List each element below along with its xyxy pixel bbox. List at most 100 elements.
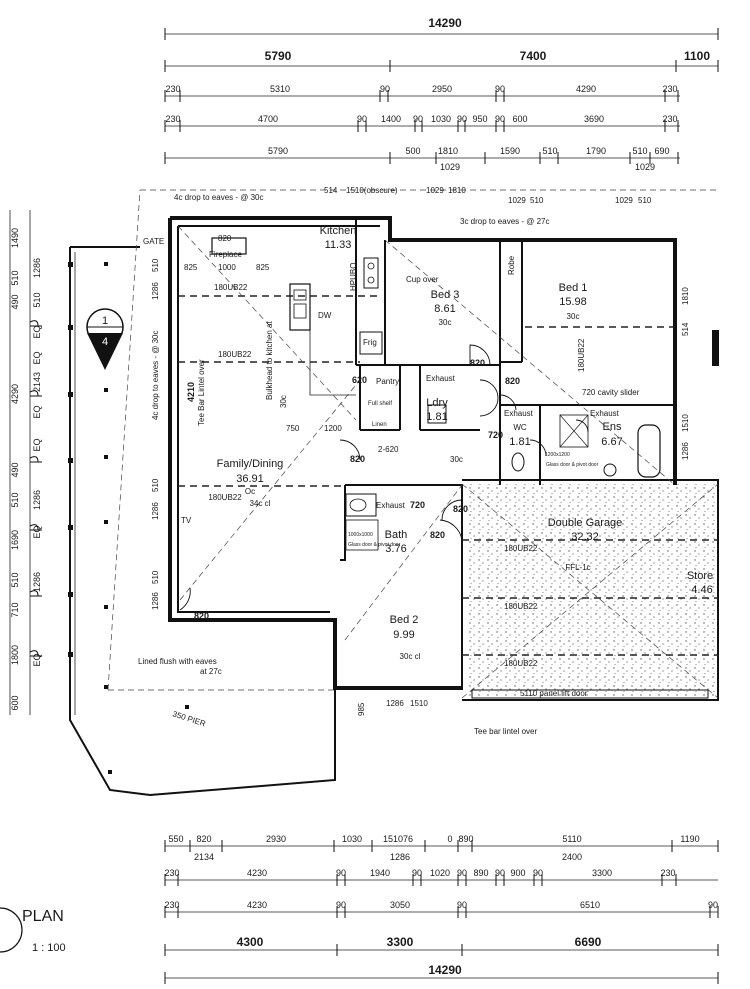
top-overall-dim: 14290 bbox=[428, 16, 462, 30]
top-r2-5: 4290 bbox=[576, 84, 596, 94]
bot-r1b-0: 2134 bbox=[194, 852, 214, 862]
pier-note: 350 PIER bbox=[171, 709, 207, 728]
top-r3-9: 600 bbox=[512, 114, 527, 124]
bot-r2-10: 90 bbox=[533, 868, 543, 878]
top-dim-2: 7400 bbox=[520, 49, 547, 63]
exhaust-bath: Exhaust bbox=[376, 501, 406, 510]
bot-r1-0: 550 bbox=[168, 834, 183, 844]
right-win-2a: 1286 bbox=[681, 442, 690, 460]
plan-scale: 1 : 100 bbox=[32, 942, 66, 954]
bot-r1-2: 2930 bbox=[266, 834, 286, 844]
door-verandah: 820 bbox=[194, 611, 209, 621]
left-dim-2: 1286 bbox=[32, 258, 42, 278]
eaves-note-left: 4c drop to eaves - @ 30c bbox=[151, 331, 160, 421]
bath-name: Bath bbox=[385, 529, 408, 541]
top-r3-7: 950 bbox=[472, 114, 487, 124]
tee-bar-number: 4210 bbox=[186, 382, 196, 402]
window-labels: 514 1510(obscure) 1029 1810 1029 510 102… bbox=[151, 186, 652, 420]
wet-area-fixtures bbox=[345, 404, 661, 551]
top-r3-6: 90 bbox=[457, 114, 467, 124]
top-r3-1: 4700 bbox=[258, 114, 278, 124]
left-dim-19: 1800 bbox=[10, 645, 20, 665]
family-area: 36.91 bbox=[236, 473, 264, 485]
bot-r1-6: 890 bbox=[458, 834, 473, 844]
plan-title-block: PLAN 1 : 100 bbox=[0, 907, 66, 954]
ldry-name: Ldry bbox=[426, 397, 448, 409]
bot-r2-11: 3300 bbox=[592, 868, 612, 878]
fireplace-label: Fireplace bbox=[209, 250, 242, 259]
left-dim-20: EQ bbox=[32, 653, 42, 666]
window-1-txt: 1510(obscure) bbox=[346, 186, 398, 195]
hpubo-label: HPUBO bbox=[349, 263, 358, 291]
bed1-ceiling: 30c bbox=[567, 312, 580, 321]
side-win-1a: 1286 bbox=[151, 502, 160, 520]
section-marker-top: 1 bbox=[102, 315, 108, 327]
ens-beam-label: 180UB22 bbox=[577, 338, 586, 372]
left-dim-7: 4290 bbox=[10, 384, 20, 404]
bot-r3-0: 230 bbox=[164, 900, 179, 910]
top-r3-5: 1030 bbox=[431, 114, 451, 124]
door-bath-top: 720 bbox=[410, 500, 425, 510]
full-shelf-label: Full shelf bbox=[368, 401, 392, 407]
door-double: 2-620 bbox=[378, 445, 399, 454]
family-ceiling: Oc bbox=[245, 487, 255, 496]
top-r4-4: 510 bbox=[542, 146, 557, 156]
top-r4-7: 690 bbox=[654, 146, 669, 156]
bot-r3-6: 90 bbox=[708, 900, 718, 910]
plan-title: PLAN bbox=[22, 908, 64, 925]
garage-beam-2: 180UB22 bbox=[504, 602, 538, 611]
hall-ceiling: 30c bbox=[450, 455, 463, 464]
kitchen-fixtures bbox=[289, 257, 383, 396]
bulkhead-ceiling: 30c bbox=[279, 395, 288, 408]
top-r3-4: 90 bbox=[413, 114, 423, 124]
bot-r2-0: 230 bbox=[164, 868, 179, 878]
bot-r3-2: 90 bbox=[336, 900, 346, 910]
left-dim-5: EQ bbox=[32, 325, 42, 338]
dw-label: DW bbox=[318, 311, 332, 320]
top-r2-3: 2950 bbox=[432, 84, 452, 94]
top-r2-2: 90 bbox=[380, 84, 390, 94]
dim-985: 985 bbox=[357, 702, 366, 716]
bed2-name: Bed 2 bbox=[390, 614, 419, 626]
door-garage: 820 bbox=[453, 504, 468, 514]
right-win-1b: 1810 bbox=[681, 287, 690, 305]
door-bath: 820 bbox=[430, 530, 445, 540]
top-r4-3: 1590 bbox=[500, 146, 520, 156]
left-dim-18: 1286 bbox=[32, 572, 42, 592]
window-4-txt: 510 bbox=[638, 196, 652, 205]
bot-r1-1: 820 bbox=[196, 834, 211, 844]
top-r3-11: 230 bbox=[662, 114, 677, 124]
right-win-1a: 514 bbox=[681, 322, 690, 336]
side-win-3b: 510 bbox=[151, 258, 160, 272]
bot-r1-8: 1190 bbox=[680, 834, 699, 844]
beam-top-label: 180UB22 bbox=[214, 283, 248, 292]
bed2-window-2: 1510 bbox=[410, 699, 428, 708]
window-4-num: 1029 bbox=[615, 196, 633, 205]
bot-r2-8: 90 bbox=[495, 868, 505, 878]
bed2-area: 9.99 bbox=[393, 629, 414, 641]
bot-r3-5: 6510 bbox=[580, 900, 600, 910]
dim-1200: 1200 bbox=[324, 424, 342, 433]
left-dim-8: 2143 bbox=[32, 372, 42, 392]
store-area: 4.46 bbox=[691, 584, 712, 596]
left-dim-21: 600 bbox=[10, 695, 20, 710]
top-r4-0: 5790 bbox=[268, 146, 288, 156]
ens-name: Ens bbox=[603, 421, 622, 433]
top-r2-4: 90 bbox=[495, 84, 505, 94]
door-bed1: 820 bbox=[505, 376, 520, 386]
shower-dims: 1200x1200 bbox=[545, 452, 570, 458]
left-dim-4: 510 bbox=[32, 292, 42, 307]
left-dim-6: EQ bbox=[32, 351, 42, 364]
bot-r2-1: 4230 bbox=[247, 868, 267, 878]
garage-ffl: FFL-1c bbox=[565, 563, 590, 572]
exhaust-ens: Exhaust bbox=[590, 409, 620, 418]
fp-dim-0: 825 bbox=[184, 263, 198, 272]
top-dimensions: 14290 5790 7400 1100 230 5310 90 2950 90… bbox=[164, 16, 719, 172]
ens-area: 6.67 bbox=[601, 436, 622, 448]
bot-r1b-1: 1286 bbox=[390, 852, 410, 862]
linen-label: Linen bbox=[372, 422, 387, 428]
bot-r2-4: 90 bbox=[412, 868, 422, 878]
family-name: Family/Dining bbox=[217, 458, 284, 470]
left-dim-17: 510 bbox=[10, 572, 20, 587]
bot-r3-4: 90 bbox=[457, 900, 467, 910]
